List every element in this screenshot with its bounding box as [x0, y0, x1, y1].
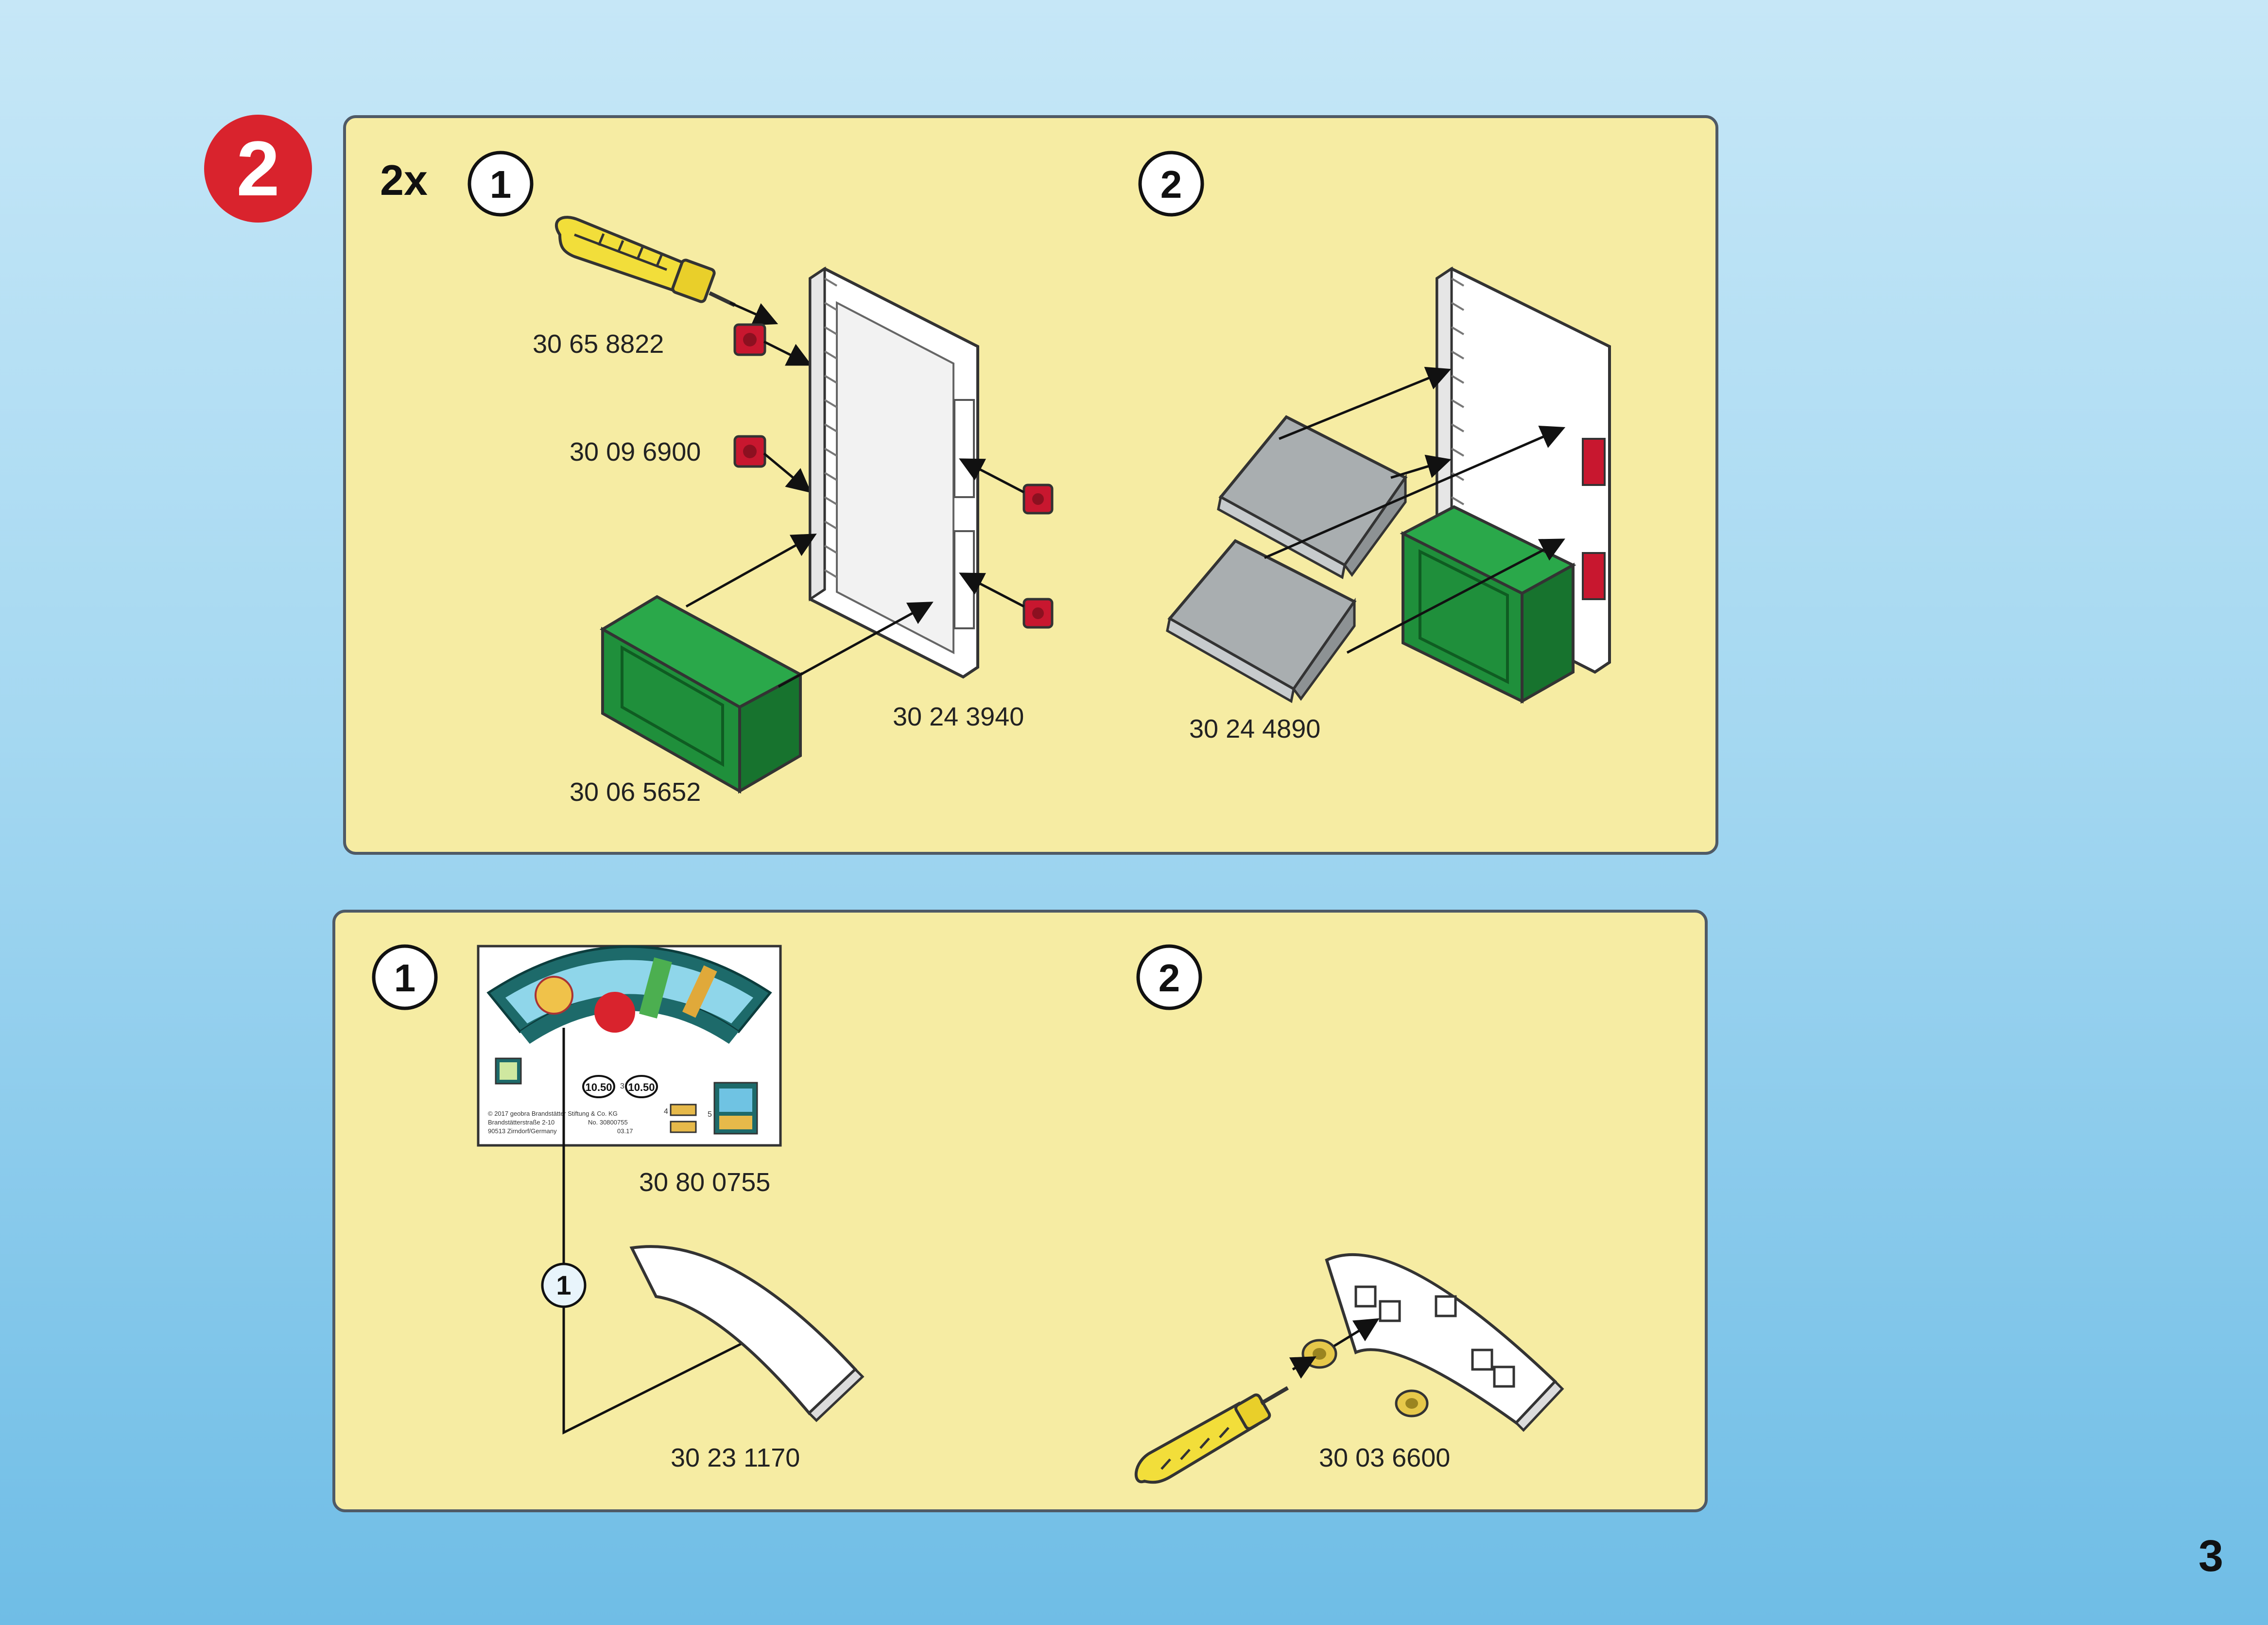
part-number-slope: 30 24 4890 [1189, 714, 1320, 743]
red-clip-part [1024, 599, 1052, 627]
screw-part [1396, 1391, 1427, 1416]
part-number-green-block: 30 06 5652 [570, 778, 701, 807]
substep-2-marker: 2 [1138, 946, 1200, 1008]
sticker-callout-marker: 1 [542, 1264, 585, 1307]
part-number-frame: 30 24 3940 [893, 702, 1024, 731]
part-number-screwdriver: 30 65 8822 [533, 329, 664, 359]
substep-1-marker: 1 [469, 153, 532, 215]
bottom-instruction-panel: 1 2 10.50 10.50 3 4 5 [332, 910, 1708, 1512]
top-instruction-panel: 2x 1 2 [343, 115, 1718, 855]
screwdriver-icon [1136, 1388, 1288, 1482]
sticker-sheet: 10.50 10.50 3 4 5 © 2017 geobra Brandstä… [478, 946, 780, 1145]
part-number-clip: 30 09 6900 [570, 437, 701, 467]
svg-text:Brandstätterstraße 2-10: Brandstätterstraße 2-10 [488, 1119, 554, 1126]
multiplier-label: 2x [380, 156, 428, 204]
svg-text:3: 3 [620, 1082, 624, 1090]
green-block-part [603, 597, 800, 791]
screwdriver-icon [556, 217, 735, 305]
svg-text:© 2017 geobra Brandstätter Sti: © 2017 geobra Brandstätter Stiftung & Co… [488, 1110, 618, 1117]
svg-text:2: 2 [1159, 956, 1180, 1000]
svg-text:No. 30800755: No. 30800755 [588, 1119, 628, 1126]
svg-text:1: 1 [556, 1270, 571, 1300]
svg-text:1: 1 [490, 163, 512, 206]
part-number-arc-panel: 30 23 1170 [671, 1443, 800, 1472]
svg-text:10.50: 10.50 [628, 1081, 655, 1093]
step-number-badge: 2 [204, 115, 312, 223]
red-clip-part [735, 436, 765, 467]
screw-part [1303, 1340, 1336, 1367]
svg-text:4: 4 [664, 1107, 668, 1116]
red-clip-part [735, 325, 765, 355]
page-number: 3 [2199, 1531, 2223, 1582]
svg-text:5: 5 [708, 1110, 712, 1119]
red-clip-part [1024, 485, 1052, 513]
svg-text:2: 2 [1160, 163, 1182, 206]
top-panel-illustration: 2x 1 2 [346, 118, 1718, 855]
arc-panel-part [1327, 1255, 1562, 1430]
white-frame-part [810, 269, 978, 677]
part-number-screw: 30 03 6600 [1319, 1443, 1450, 1472]
substep-1-marker: 1 [374, 946, 436, 1008]
svg-text:1: 1 [394, 956, 416, 1000]
bottom-panel-illustration: 1 2 10.50 10.50 3 4 5 [335, 913, 1708, 1512]
svg-text:10.50: 10.50 [585, 1081, 612, 1093]
part-number-sticker-sheet: 30 80 0755 [639, 1168, 770, 1197]
svg-text:03.17: 03.17 [617, 1127, 633, 1135]
svg-text:90513 Zirndorf/Germany: 90513 Zirndorf/Germany [488, 1127, 557, 1135]
substep-2-marker: 2 [1140, 153, 1202, 215]
arc-panel-part [632, 1246, 863, 1420]
